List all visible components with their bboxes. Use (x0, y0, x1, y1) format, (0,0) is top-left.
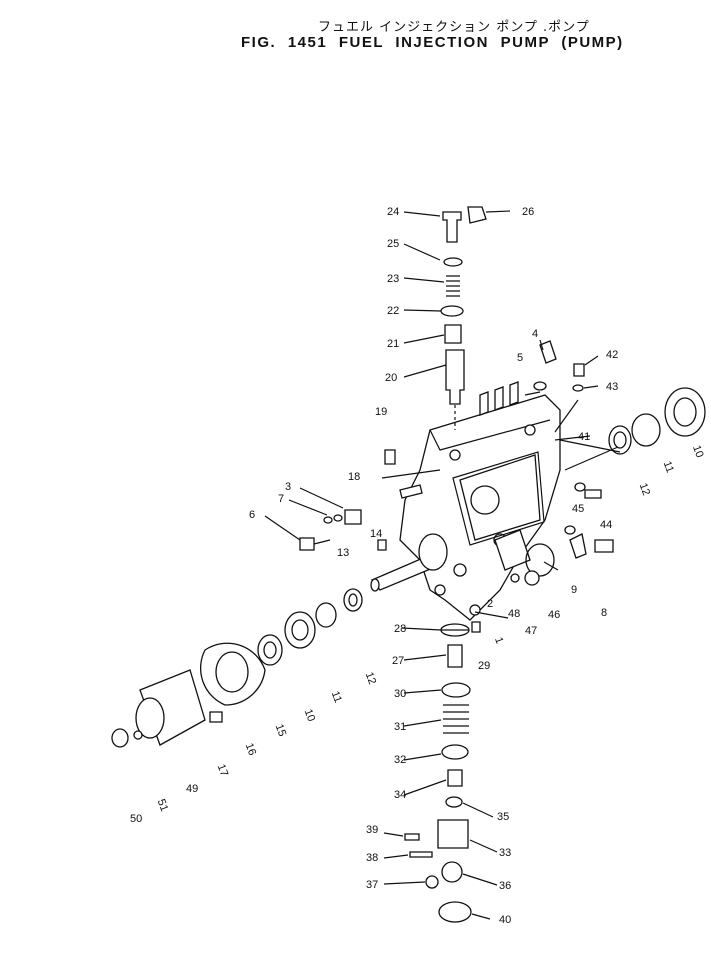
drive-shaft (370, 533, 448, 592)
callout-35: 35 (497, 811, 509, 823)
callout-30: 30 (394, 688, 406, 700)
callout-38: 38 (366, 852, 378, 864)
callout-36: 36 (499, 880, 511, 892)
callout-10a: 10 (690, 444, 705, 460)
callout-25: 25 (387, 238, 399, 250)
callout-21: 21 (387, 338, 399, 350)
figure-title-japanese: フュエル インジェクション ポンプ .ポンプ (318, 20, 590, 35)
callout-31: 31 (394, 721, 406, 733)
plunger-stack (404, 621, 481, 923)
callout-40: 40 (499, 914, 511, 926)
callout-27: 27 (392, 655, 404, 667)
left-bearing-sequence (111, 588, 363, 748)
gasket-41 (452, 451, 545, 546)
callout-14: 14 (370, 528, 382, 540)
callout-39: 39 (366, 824, 378, 836)
callout-1: 1 (492, 636, 505, 646)
callout-42: 42 (606, 349, 618, 361)
callout-50: 50 (130, 813, 142, 825)
callout-37: 37 (366, 879, 378, 891)
right-side-parts (510, 482, 614, 586)
callout-45: 45 (572, 503, 584, 515)
right-top-parts (533, 340, 585, 392)
callout-12a: 12 (637, 482, 652, 498)
callout-43: 43 (606, 381, 618, 393)
callout-41: 41 (578, 431, 590, 443)
callout-16: 16 (243, 742, 258, 758)
callout-5: 5 (517, 352, 523, 364)
callout-13: 13 (337, 547, 349, 559)
callout-29: 29 (478, 660, 490, 672)
callout-49: 49 (186, 783, 198, 795)
callout-32: 32 (394, 754, 406, 766)
callout-3: 3 (285, 481, 291, 493)
callout-20: 20 (385, 372, 397, 384)
callout-7: 7 (278, 493, 284, 505)
callout-2: 2 (487, 598, 493, 610)
callout-22: 22 (387, 305, 399, 317)
callout-18: 18 (348, 471, 360, 483)
right-bearing-assembly (608, 387, 706, 455)
callout-8: 8 (601, 607, 607, 619)
leader-lines (264, 210, 621, 920)
callout-34: 34 (394, 789, 406, 801)
callout-47: 47 (525, 625, 537, 637)
callout-33: 33 (499, 847, 511, 859)
delivery-valve-stack (440, 206, 487, 430)
callout-26: 26 (522, 206, 534, 218)
left-side-screws (299, 449, 423, 551)
callout-12b: 12 (363, 671, 378, 687)
callout-10b: 10 (302, 708, 317, 724)
callout-44: 44 (600, 519, 612, 531)
callout-48: 48 (508, 608, 520, 620)
callout-11a: 11 (661, 460, 676, 475)
callout-19: 19 (375, 406, 387, 418)
callout-11b: 11 (329, 690, 344, 705)
callout-28: 28 (394, 623, 406, 635)
callout-46: 46 (548, 609, 560, 621)
callout-15-label: 15 (273, 723, 288, 739)
callout-6: 6 (249, 509, 255, 521)
callout-51: 51 (155, 798, 170, 814)
figure-title-english: FIG. 1451 FUEL INJECTION PUMP (PUMP) (241, 34, 624, 51)
callout-9: 9 (571, 584, 577, 596)
callout-24: 24 (387, 206, 399, 218)
callout-17: 17 (215, 763, 230, 779)
callout-4: 4 (532, 328, 538, 340)
callout-labels: 24 26 25 23 22 21 20 4 5 42 43 19 41 10 … (130, 206, 705, 926)
callout-23: 23 (387, 273, 399, 285)
